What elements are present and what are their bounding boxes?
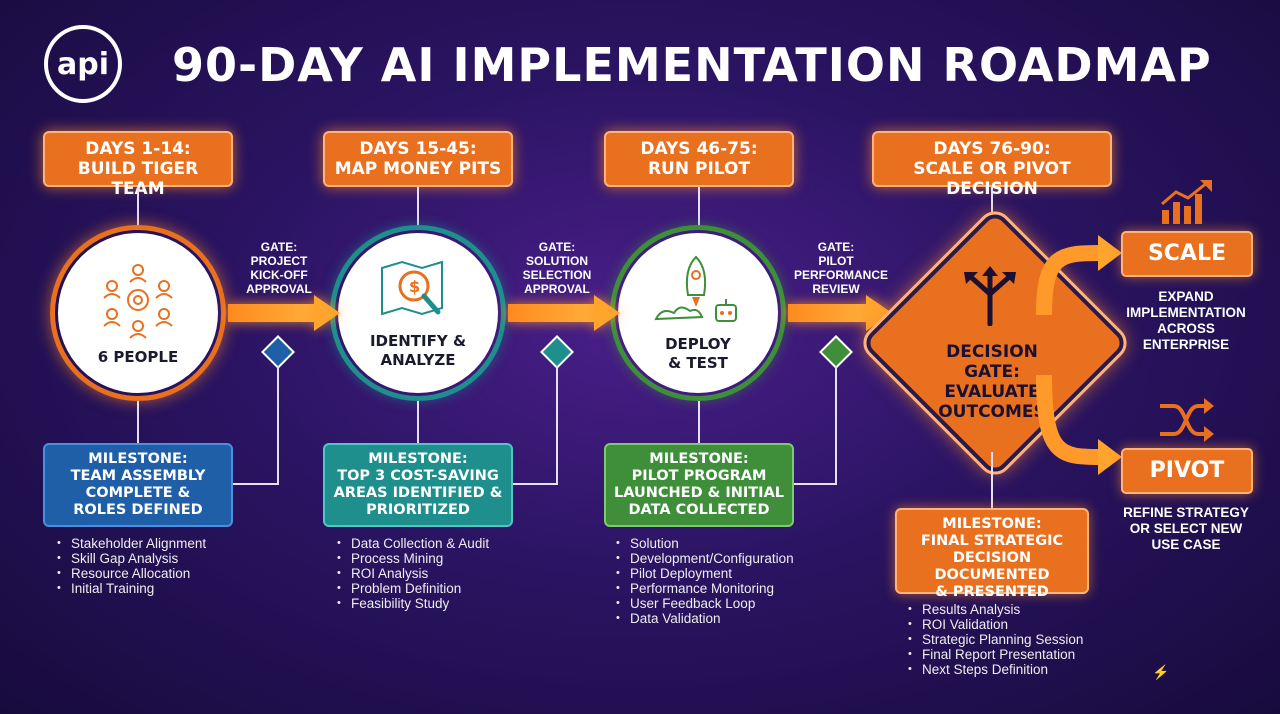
list-item: Data Collection & Audit [337,536,537,551]
list-item: Solution [616,536,816,551]
flow-arrowhead-2 [594,295,620,331]
phase-header-4: DAYS 76-90:SCALE OR PIVOT DECISION [872,131,1112,199]
list-item: Next Steps Definition [908,662,1108,677]
phase-header-1: DAYS 1-14:BUILD TIGER TEAM [43,131,233,199]
task-list-1: Stakeholder Alignment Skill Gap Analysis… [57,536,257,596]
task-list-4: Results Analysis ROI Validation Strategi… [908,602,1108,677]
list-item: Results Analysis [908,602,1108,617]
connector [417,401,419,443]
phase-circle-3: DEPLOY& TEST [618,233,778,393]
connector [233,483,279,485]
list-item: Initial Training [57,581,257,596]
task-list-2: Data Collection & Audit Process Mining R… [337,536,537,611]
phase-ring-1 [50,225,226,401]
list-item: User Feedback Loop [616,596,816,611]
connector [277,366,279,484]
connector [512,483,558,485]
list-item: Pilot Deployment [616,566,816,581]
connector [417,187,419,229]
connector [792,483,837,485]
list-item: Strategic Planning Session [908,632,1108,647]
list-item: Data Validation [616,611,816,626]
list-item: Process Mining [337,551,537,566]
flow-arrowhead-1 [314,295,340,331]
list-item: Skill Gap Analysis [57,551,257,566]
gate-diamond-3 [819,335,853,369]
scale-outcome: SCALE [1121,231,1253,277]
connector [835,366,837,484]
flow-arrow-2 [508,304,596,322]
api-logo: api [44,25,122,103]
list-item: Final Report Presentation [908,647,1108,662]
map-magnifier-icon: $ [381,260,443,316]
split-arrows-icon [964,266,1016,326]
task-list-3: Solution Development/Configuration Pilot… [616,536,816,626]
connector [698,401,700,443]
page-title: 90-DAY AI IMPLEMENTATION ROADMAP [172,38,1212,92]
list-item: Performance Monitoring [616,581,816,596]
svg-text:$: $ [409,277,420,296]
list-item: Resource Allocation [57,566,257,581]
flow-arrow-1 [228,304,316,322]
connector [137,401,139,443]
circle-label-3: DEPLOY& TEST [665,335,731,372]
phase-circle-1: 6 PEOPLE [58,233,218,393]
sparkle-icon: ⚡ [1152,664,1170,680]
list-item: Feasibility Study [337,596,537,611]
shuffle-icon [1160,398,1214,442]
gate-diamond-1 [261,335,295,369]
flow-arrow-3 [788,304,868,322]
team-gear-icon [103,263,173,339]
list-item: Development/Configuration [616,551,816,566]
growth-chart-icon [1161,180,1212,224]
connector [991,452,993,508]
circle-label-2: IDENTIFY &ANALYZE [369,332,467,369]
list-item: ROI Validation [908,617,1108,632]
list-item: ROI Analysis [337,566,537,581]
circle-label-1: 6 PEOPLE [97,347,179,366]
connector [556,366,558,484]
phase-header-2: DAYS 15-45:MAP MONEY PITS [323,131,513,187]
list-item: Stakeholder Alignment [57,536,257,551]
list-item: Problem Definition [337,581,537,596]
pivot-outcome: PIVOT [1121,448,1253,494]
phase-header-3: DAYS 46-75:RUN PILOT [604,131,794,187]
phase-circle-2: $ IDENTIFY &ANALYZE [338,233,498,393]
branch-arrows [1036,235,1122,475]
connector [698,187,700,229]
connector [137,187,139,229]
connector [991,187,993,235]
rocket-robot-icon [654,255,737,322]
gate-diamond-2 [540,335,574,369]
